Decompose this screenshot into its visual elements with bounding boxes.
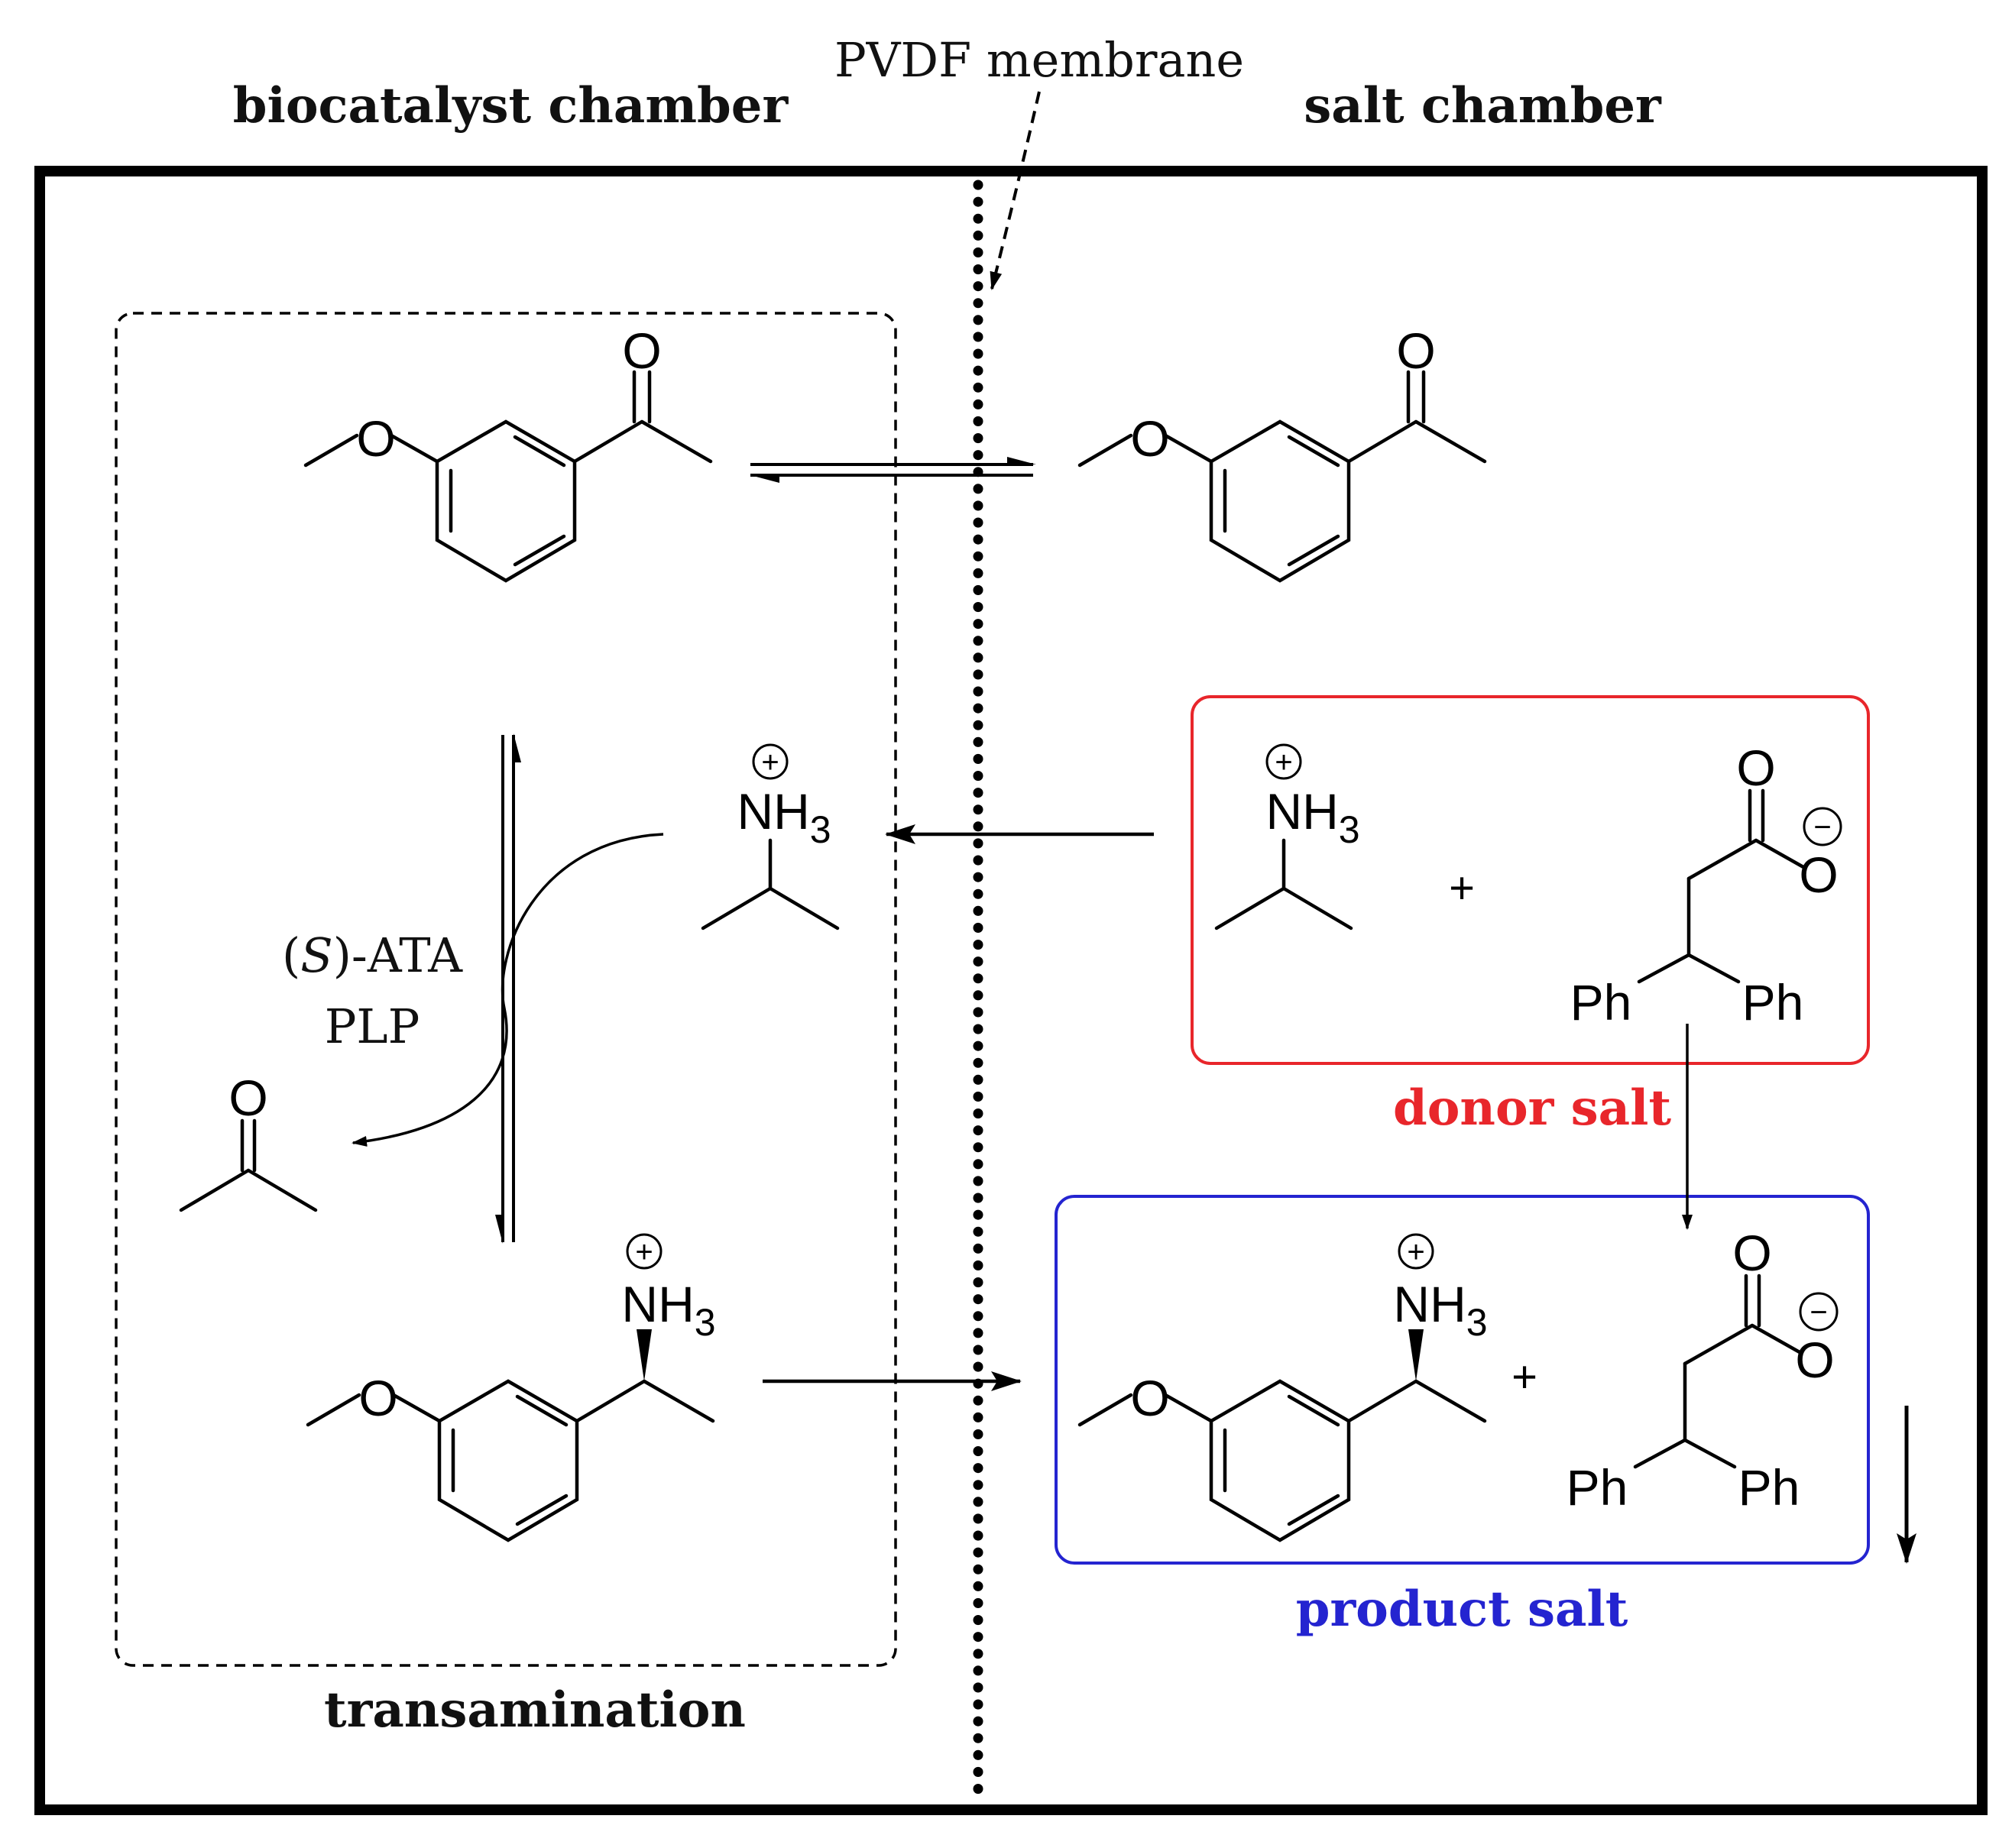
- reactor-frame: [34, 166, 1988, 1815]
- amine-product-right: O NH3 +: [1077, 1233, 1488, 1542]
- carboxylate-oxygen-anion: O: [1799, 846, 1838, 903]
- cofactor-label: PLP: [325, 998, 420, 1054]
- acetone-oxygen: O: [228, 1070, 267, 1126]
- biocatalyst-chamber-header: biocatalyst chamber: [233, 77, 789, 134]
- carboxylate-oxygen-double: O: [1732, 1225, 1771, 1281]
- ketone-substrate-right: O O: [1077, 322, 1487, 583]
- anion-charge: −: [1813, 811, 1831, 844]
- phenyl-left: Ph: [1567, 1459, 1628, 1516]
- product-salt-box: [1055, 1195, 1870, 1565]
- ketone-equilibrium-arrows: [750, 457, 1036, 483]
- carboxylate-oxygen-double: O: [1736, 740, 1775, 796]
- methoxy-oxygen: O: [1130, 1370, 1169, 1426]
- amine-product-left: O NH3 +: [306, 1233, 716, 1542]
- salt-chamber-header: salt chamber: [1304, 77, 1662, 134]
- phenyl-right: Ph: [1742, 974, 1804, 1031]
- cation-charge: +: [1407, 1235, 1424, 1269]
- methoxy-oxygen: O: [356, 410, 395, 467]
- phenyl-left: Ph: [1570, 974, 1632, 1031]
- wedge-bond: [637, 1329, 652, 1381]
- ammonium-group: NH3: [737, 783, 831, 851]
- isopropylammonium-left: + NH3: [701, 743, 840, 930]
- phenyl-right: Ph: [1738, 1459, 1800, 1516]
- product-salt-label: product salt: [1296, 1581, 1628, 1638]
- product-plus-sign: +: [1511, 1352, 1537, 1402]
- wedge-bond: [1408, 1329, 1424, 1381]
- diphenylpropanoate-donor: O O − Ph Ph: [1570, 740, 1842, 1031]
- transamination-label: transamination: [324, 1681, 746, 1739]
- carbonyl-oxygen: O: [1396, 322, 1435, 379]
- anion-charge: −: [1810, 1296, 1827, 1329]
- acetone-formation-curve: [352, 833, 664, 1147]
- methoxy-oxygen: O: [358, 1370, 397, 1426]
- donor-salt-label: donor salt: [1393, 1079, 1671, 1137]
- membrane-pointer-arrow: [990, 91, 1041, 290]
- donor-salt-box: [1191, 695, 1870, 1065]
- carboxylate-oxygen-anion: O: [1795, 1332, 1834, 1388]
- cation-charge: +: [761, 746, 779, 779]
- cation-charge: +: [635, 1235, 653, 1269]
- methoxy-oxygen: O: [1130, 410, 1169, 467]
- isopropylammonium-donor: + NH3: [1214, 743, 1360, 930]
- ammonium-group: NH3: [1393, 1276, 1487, 1344]
- cation-charge: +: [1275, 746, 1292, 779]
- ammonium-group: NH3: [621, 1276, 715, 1344]
- transamination-equilibrium-arrows: [495, 733, 521, 1244]
- donor-plus-sign: +: [1449, 863, 1475, 913]
- enzyme-label: (S)-ATA: [282, 927, 463, 983]
- diphenylpropanoate-product: O O − Ph Ph: [1567, 1225, 1839, 1516]
- membrane-label: PVDF membrane: [834, 32, 1244, 88]
- carbonyl-oxygen: O: [622, 322, 661, 379]
- acetone: O: [179, 1070, 318, 1212]
- ketone-substrate-left: O O: [303, 322, 713, 583]
- transamination-box: [115, 312, 897, 1667]
- ammonium-group: NH3: [1265, 783, 1359, 851]
